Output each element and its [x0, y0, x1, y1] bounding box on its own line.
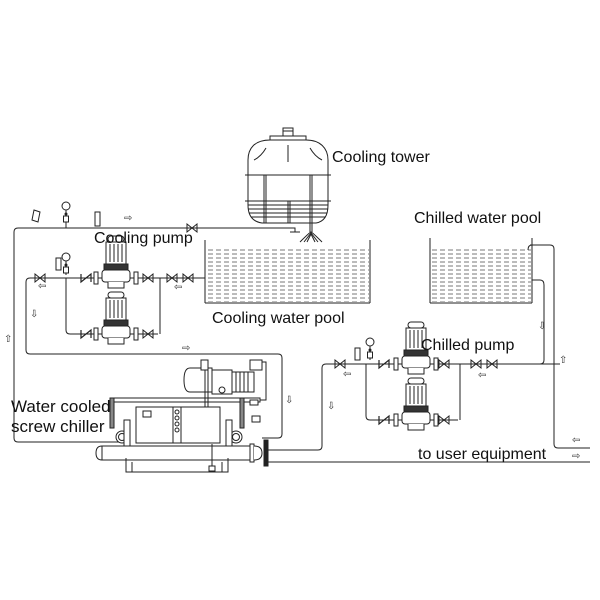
- label-chiller-line1: Water cooled: [11, 397, 111, 416]
- label-chilled-pump: Chilled pump: [421, 337, 515, 354]
- cooling-valves: [31, 201, 198, 339]
- flow-arrow-left: ⇦: [174, 282, 183, 293]
- flow-arrow-left: ⇦: [38, 281, 47, 292]
- label-cooling-tower: Cooling tower: [332, 149, 430, 166]
- label-user-equipment: to user equipment: [418, 446, 547, 463]
- flow-arrow-left: ⇦: [478, 370, 487, 381]
- flow-arrow-down: ⇩: [30, 309, 39, 320]
- flow-arrow-up: ⇧: [4, 334, 13, 345]
- cooling-piping: [13, 205, 300, 443]
- label-chiller-line2: screw chiller: [11, 417, 105, 436]
- label-cooling-pump: Cooling pump: [94, 230, 193, 247]
- flow-arrow-down: ⇩: [538, 321, 547, 332]
- flow-arrow-right: ⇨: [182, 343, 191, 354]
- chilled-piping: [268, 244, 590, 463]
- label-chilled-water-pool: Chilled water pool: [414, 210, 542, 227]
- flow-arrow-down: ⇩: [327, 401, 336, 412]
- cooling-water-pool: [204, 240, 371, 304]
- cooling-tower: [245, 127, 331, 243]
- flow-arrow-right: ⇨: [572, 451, 581, 462]
- cooling-pump-2: [93, 291, 139, 345]
- flow-arrow-up: ⇧: [559, 355, 568, 366]
- chilled-water-pool: [429, 238, 533, 304]
- flow-arrow-right: ⇨: [124, 213, 133, 224]
- flow-arrow-left: ⇦: [572, 435, 581, 446]
- label-cooling-water-pool: Cooling water pool: [212, 310, 345, 327]
- chilled-pump-2: [393, 377, 439, 431]
- chilled-valves: [334, 337, 498, 425]
- screw-chiller: [95, 359, 269, 473]
- flow-arrow-left: ⇦: [343, 369, 352, 380]
- flow-arrow-down: ⇩: [285, 395, 294, 406]
